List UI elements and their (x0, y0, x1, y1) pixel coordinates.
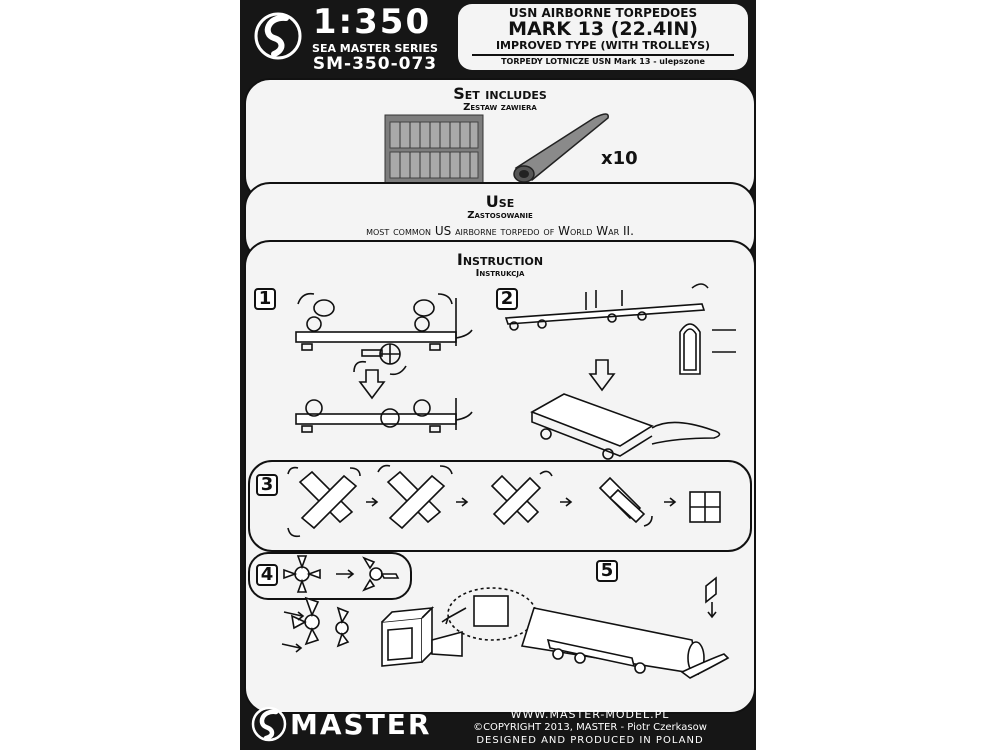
instruction-panel: Instruction Instrukcja 1 (244, 240, 756, 714)
torpedo-icon (513, 113, 609, 183)
set-includes-title: Set includes (453, 84, 547, 103)
photo-etched-fret (384, 114, 484, 184)
step-2-number: 2 (496, 288, 518, 310)
series-label: SEA MASTER SERIES (312, 42, 438, 55)
step-5-number: 5 (596, 560, 618, 582)
scale-label: 1:350 (312, 2, 432, 42)
title-line-2: MARK 13 (22.4IN) (508, 18, 698, 40)
product-code: SM-350-073 (312, 54, 438, 74)
step-3-frame (248, 460, 752, 552)
use-subtitle: Zastosowanie (467, 210, 533, 221)
step-4-frame (248, 552, 412, 600)
use-text: most common US airborne torpedo of World… (366, 224, 634, 238)
step-3-diagram (287, 464, 721, 538)
title-panel: USN AIRBORNE TORPEDOES MARK 13 (22.4IN) … (458, 4, 748, 70)
use-title: Use (485, 192, 515, 211)
footer-brand: MASTER (290, 708, 432, 741)
title-line-3: IMPROVED TYPE (WITH TROLLEYS) (495, 39, 711, 52)
step-1-number: 1 (254, 288, 276, 310)
step-3-number: 3 (256, 474, 278, 496)
polish-subtitle: TORPEDY LOTNICZE USN Mark 13 - ulepszone (501, 57, 705, 66)
step-2-diagram (504, 283, 736, 460)
footer-produced: DESIGNED AND PRODUCED IN POLAND (476, 735, 704, 746)
footer-website: WWW.MASTER-MODEL.PL (510, 708, 670, 721)
quantity-label: x10 (601, 148, 638, 169)
step-4-5-diagram (281, 576, 730, 679)
footer-copyright: ©COPYRIGHT 2013, MASTER - Piotr Czerkaso… (473, 722, 707, 733)
instruction-subtitle: Instrukcja (475, 268, 525, 279)
step-4-diagram (283, 555, 400, 593)
footer-logo-icon (251, 706, 287, 742)
instruction-title: Instruction (456, 250, 544, 269)
title-line-1: USN AIRBORNE TORPEDOES (508, 6, 698, 20)
master-logo-icon (254, 12, 302, 60)
instruction-sheet: 1:350 SEA MASTER SERIES SM-350-073 USN A… (240, 0, 756, 750)
step-1-diagram (295, 292, 473, 433)
step-4-number: 4 (256, 564, 278, 586)
title-divider (472, 54, 734, 56)
set-includes-subtitle: Zestaw zawiera (463, 102, 537, 113)
